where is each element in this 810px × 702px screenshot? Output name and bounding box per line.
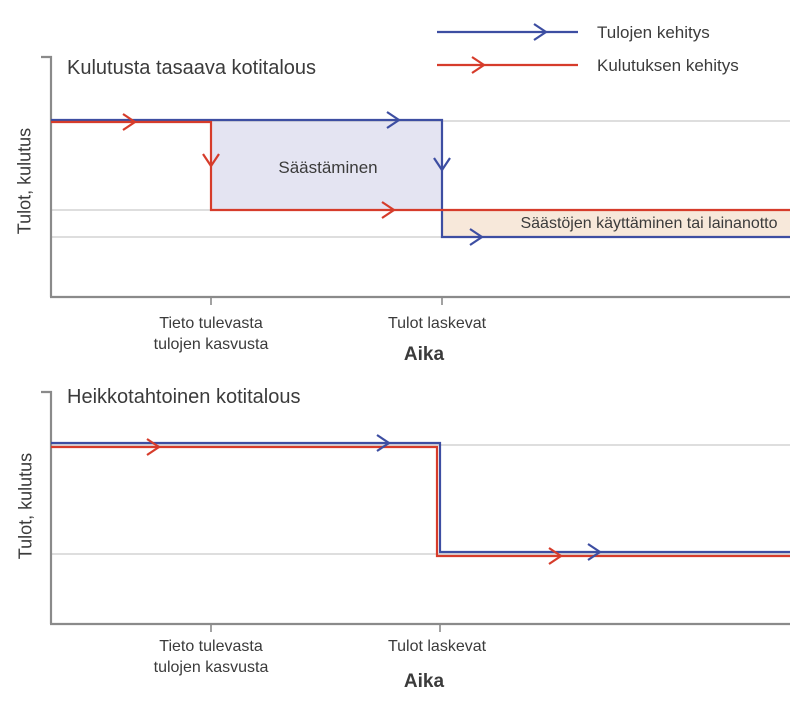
p1-consumption-arrow-1 (122, 113, 137, 131)
p1-income-line (51, 118, 790, 239)
dissaving-region-label: Säästöjen käyttäminen tai lainanotto (520, 215, 778, 232)
saving-region-label: Säästäminen (278, 158, 378, 177)
panel2-title: Heikkotahtoinen kotitalous (67, 386, 301, 408)
p2-income-arrow-2 (587, 543, 602, 561)
p2-consumption-arrow-1 (146, 438, 161, 456)
dissaving-region (442, 210, 790, 237)
p1-income-arrow-2 (469, 228, 484, 246)
panel2-x-tick-label-1: Tieto tulevasta tulojen kasvusta (153, 638, 269, 676)
p2-consumption-arrow-2 (548, 547, 563, 565)
p2-income-line (51, 441, 790, 554)
p1-y-axis (41, 55, 53, 297)
p1-income-arrow-1 (386, 111, 401, 129)
panel1-x-tick-label-2: Tulot laskevat (387, 315, 487, 332)
legend-income-label: Tulojen kehitys (597, 23, 710, 42)
legend-consumption-arrow (471, 56, 486, 74)
p1-income-arrow-down (433, 157, 451, 172)
panel1-x-axis-label: Aika (403, 344, 445, 365)
panel2-x-tick-label-2: Tulot laskevat (387, 638, 487, 655)
p2-income-arrow-1 (376, 434, 391, 452)
legend-consumption-label: Kulutuksen kehitys (597, 56, 739, 75)
panel1-x-tick-label-1: Tieto tulevasta tulojen kasvusta (153, 315, 269, 353)
legend-income-arrow (533, 23, 548, 41)
p2-consumption-line (51, 445, 790, 558)
p1-consumption-arrow-2 (381, 201, 396, 219)
panel1-title: Kulutusta tasaava kotitalous (67, 57, 317, 79)
p1-consumption-arrow-down (202, 153, 220, 168)
panel1-y-axis-label: Tulot, kulutus (14, 127, 35, 235)
saving-region (211, 121, 442, 210)
p2-y-axis (41, 390, 53, 624)
panel2-y-axis-label: Tulot, kulutus (15, 452, 36, 560)
panel2-x-axis-label: Aika (403, 671, 445, 692)
